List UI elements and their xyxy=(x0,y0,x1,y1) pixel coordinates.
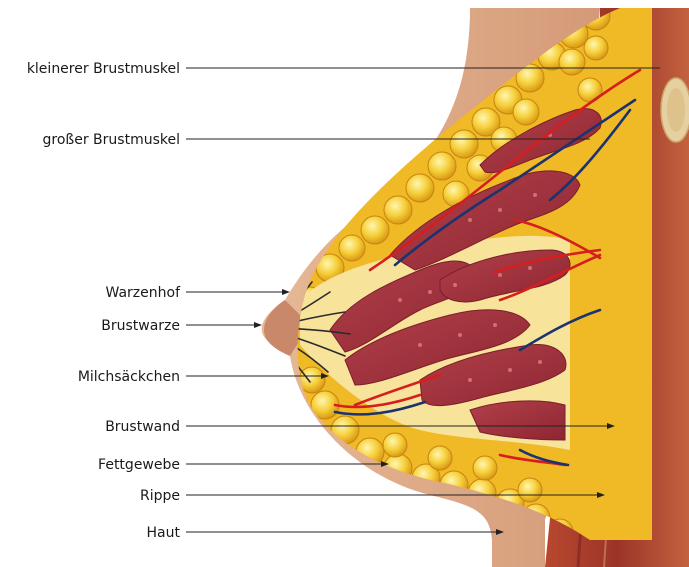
label-warzenhof: Warzenhof xyxy=(106,285,182,301)
label-milchsaeckchen: Milchsäckchen xyxy=(78,369,180,385)
arrowhead xyxy=(254,322,262,328)
label-kleinerer-brustmuskel: kleinerer Brustmuskel xyxy=(27,61,180,77)
rib xyxy=(661,78,689,142)
label-brustwand: Brustwand xyxy=(105,419,180,435)
label-grosser-brustmuskel: großer Brustmuskel xyxy=(43,132,180,148)
label-haut: Haut xyxy=(147,525,181,541)
label-brustwarze: Brustwarze xyxy=(101,318,180,334)
label-fettgewebe: Fettgewebe xyxy=(98,457,180,473)
labels: kleinerer Brustmuskel großer Brustmuskel… xyxy=(27,61,181,541)
label-rippe: Rippe xyxy=(140,488,180,504)
